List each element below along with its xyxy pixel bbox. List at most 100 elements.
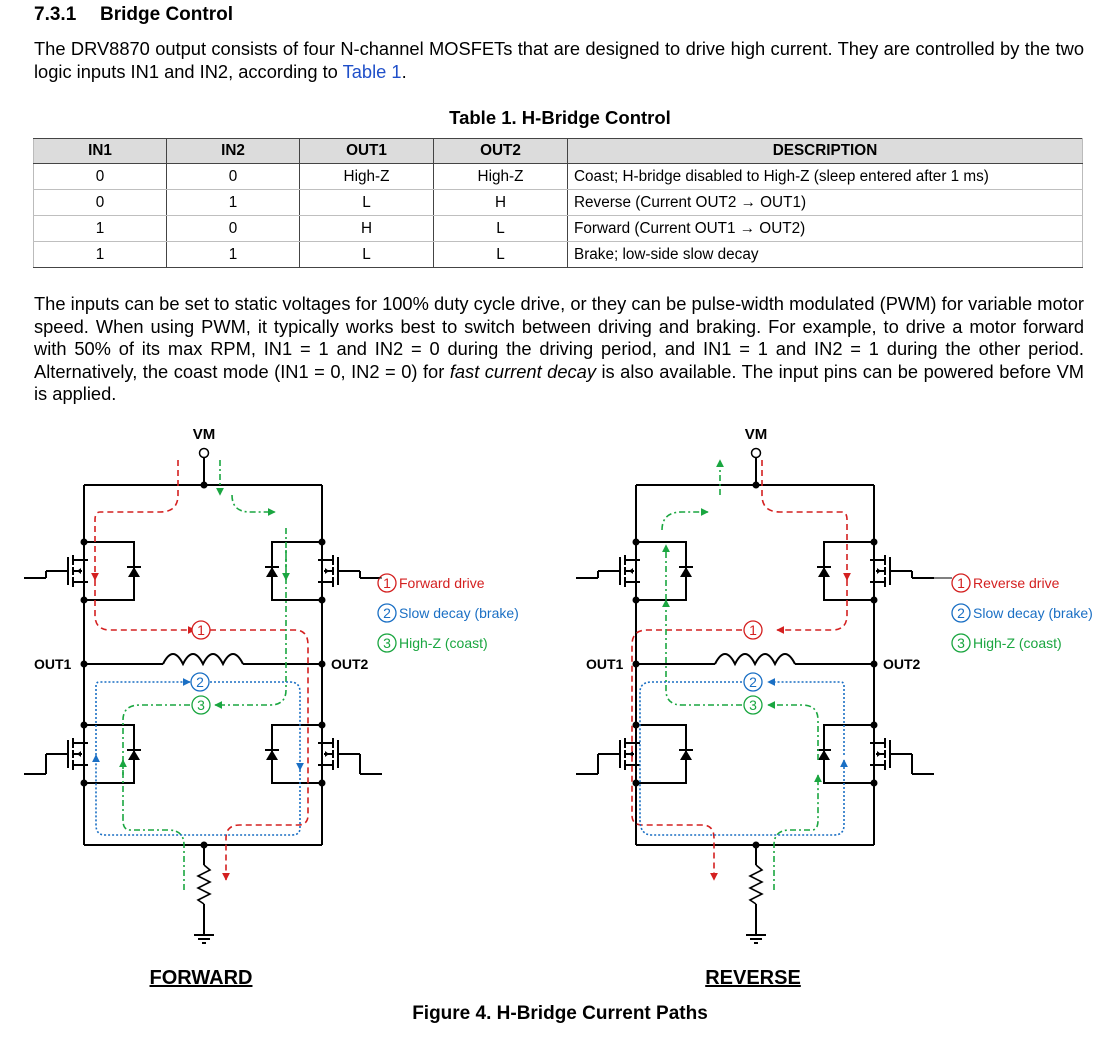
ls-right-cell [823, 724, 875, 784]
junction-dot [632, 721, 640, 729]
path-number-badge [743, 695, 763, 715]
diode-icon [818, 750, 830, 760]
path-number: 1 [749, 622, 757, 638]
cell-out1: L [299, 189, 434, 216]
forward-drive-path [91, 460, 179, 581]
reverse-drive-path [761, 460, 851, 581]
path-number-badge [377, 573, 397, 593]
path-number: 1 [383, 575, 391, 591]
section-number: 7.3.1 [34, 4, 77, 25]
motor-coil-icon [714, 653, 796, 667]
coast-path [214, 550, 287, 709]
coast-path-ls-right [773, 774, 822, 890]
junction-dot [870, 538, 878, 546]
coast-path [122, 819, 185, 890]
reverse-drive-path [631, 629, 742, 881]
junction-dot [870, 596, 878, 604]
path-number-badge [951, 633, 971, 653]
figure-caption: Figure 4. H-Bridge Current Paths [412, 1003, 708, 1024]
header-in1: IN1 [33, 138, 167, 164]
brake-path [92, 754, 301, 836]
cell-out1: H [299, 215, 434, 242]
out1-label: OUT1 [34, 656, 72, 672]
vm-terminal [198, 447, 210, 459]
coast-path [231, 494, 276, 516]
junction-dot [870, 660, 878, 668]
h-bridge-control-table: IN1 IN2 OUT1 OUT2 DESCRIPTION 0 0 High-Z… [33, 138, 1083, 268]
header-description: DESCRIPTION [567, 138, 1083, 164]
coast-path [767, 701, 819, 760]
diode-icon [266, 567, 278, 577]
section-title: Bridge Control [100, 4, 233, 25]
hs-right-cell [271, 541, 323, 601]
ls-left-cell [83, 724, 135, 784]
path-number: 3 [957, 635, 965, 651]
coast-path [661, 508, 709, 531]
ls-right-cell [271, 724, 323, 784]
cell-in1: 1 [33, 241, 167, 268]
junction-dot [318, 660, 326, 668]
path-number-badge [377, 633, 397, 653]
cell-in1: 1 [33, 215, 167, 242]
junction-dot [870, 779, 878, 787]
table-row: 1 0 H L Forward (Current OUT1 → OUT2) [33, 215, 1083, 242]
cell-in2: 1 [166, 189, 300, 216]
pwm-text-end: is also available. The input pins can be… [34, 360, 1084, 405]
cell-description: Coast; H-bridge disabled to High-Z (slee… [567, 163, 1083, 190]
sense-resistor-icon [196, 864, 212, 905]
path-number-badge [191, 695, 211, 715]
junction-dot [80, 721, 88, 729]
body-arrow-icon [629, 568, 633, 574]
coast-path [122, 704, 190, 775]
header-in2: IN2 [166, 138, 300, 164]
cell-out1: High-Z [299, 163, 434, 190]
out2-label: OUT2 [331, 656, 369, 672]
diode-icon [818, 567, 830, 577]
path-number-badge [377, 603, 397, 623]
junction-dot [752, 481, 760, 489]
table-1-link[interactable]: Table 1 [342, 60, 402, 82]
out1-label: OUT1 [586, 656, 624, 672]
junction-dot [318, 779, 326, 787]
junction-dot [200, 481, 208, 489]
forward-drive-path [94, 580, 196, 634]
header-out1: OUT1 [299, 138, 434, 164]
cell-out2: L [433, 215, 568, 242]
path-number: 2 [957, 605, 965, 621]
sense-resistor-icon [748, 864, 764, 905]
diode-icon [680, 750, 692, 760]
body-arrow-icon [877, 568, 881, 574]
body-arrow-icon [325, 751, 329, 757]
forward-drive-path [210, 629, 309, 881]
table-header-row: IN1 IN2 OUT1 OUT2 DESCRIPTION [33, 138, 1083, 164]
reverse-drive-path [776, 580, 848, 634]
path-number-badge [743, 672, 763, 692]
path-number-badge [951, 573, 971, 593]
junction-dot [870, 721, 878, 729]
table-row: 0 1 L H Reverse (Current OUT2 → OUT1) [33, 189, 1083, 216]
cell-in1: 0 [33, 189, 167, 216]
path-number: 1 [957, 575, 965, 591]
header-out2: OUT2 [433, 138, 568, 164]
legend-text: High-Z (coast) [973, 635, 1062, 651]
path-number-badge [191, 620, 211, 640]
cell-in1: 0 [33, 163, 167, 190]
intro-text-end: . [401, 60, 407, 82]
hs-left-cell [83, 541, 135, 601]
body-arrow-icon [877, 751, 881, 757]
cell-in2: 0 [166, 163, 300, 190]
path-number-badge [951, 603, 971, 623]
hs-right-cell [823, 541, 875, 601]
cell-out2: High-Z [433, 163, 568, 190]
legend-text: Slow decay (brake) [399, 605, 519, 621]
diode-icon [128, 750, 140, 760]
coast-path [662, 599, 742, 706]
cell-out2: H [433, 189, 568, 216]
junction-dot [318, 721, 326, 729]
junction-dot [318, 538, 326, 546]
reverse-label: REVERSE [705, 967, 801, 989]
cell-description: Brake; low-side slow decay [567, 241, 1083, 268]
table-row: 1 1 L L Brake; low-side slow decay [33, 241, 1083, 268]
